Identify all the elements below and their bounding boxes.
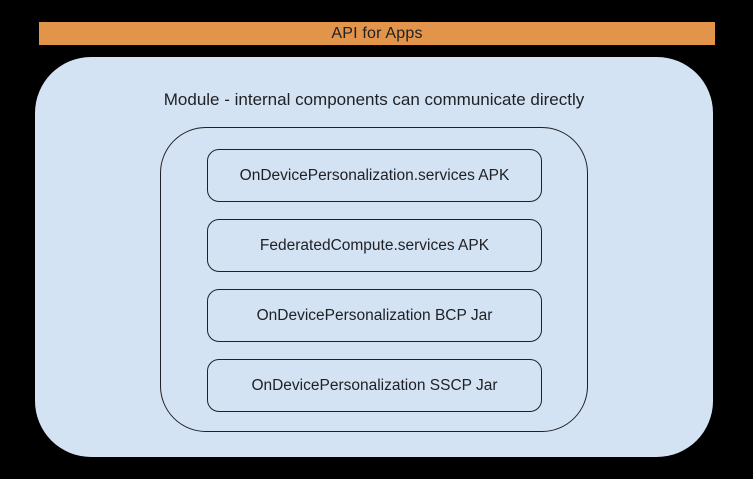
component-box-odp-bcp-jar: OnDevicePersonalization BCP Jar <box>207 289 542 342</box>
component-label-odp-sscp-jar: OnDevicePersonalization SSCP Jar <box>251 376 498 394</box>
component-label-odp-bcp-jar: OnDevicePersonalization BCP Jar <box>256 306 493 324</box>
component-box-odp-sscp-jar: OnDevicePersonalization SSCP Jar <box>207 359 542 412</box>
banner-label: API for Apps <box>331 24 423 42</box>
module-container: Module - internal components can communi… <box>35 57 713 457</box>
api-for-apps-banner: API for Apps <box>39 22 715 45</box>
components-group: OnDevicePersonalization.services APK Fed… <box>160 127 588 432</box>
component-label-federatedcompute-services-apk: FederatedCompute.services APK <box>259 236 490 254</box>
component-box-federatedcompute-services-apk: FederatedCompute.services APK <box>207 219 542 272</box>
component-label-odp-services-apk: OnDevicePersonalization.services APK <box>239 166 510 184</box>
component-box-odp-services-apk: OnDevicePersonalization.services APK <box>207 149 542 202</box>
module-title: Module - internal components can communi… <box>163 90 585 109</box>
